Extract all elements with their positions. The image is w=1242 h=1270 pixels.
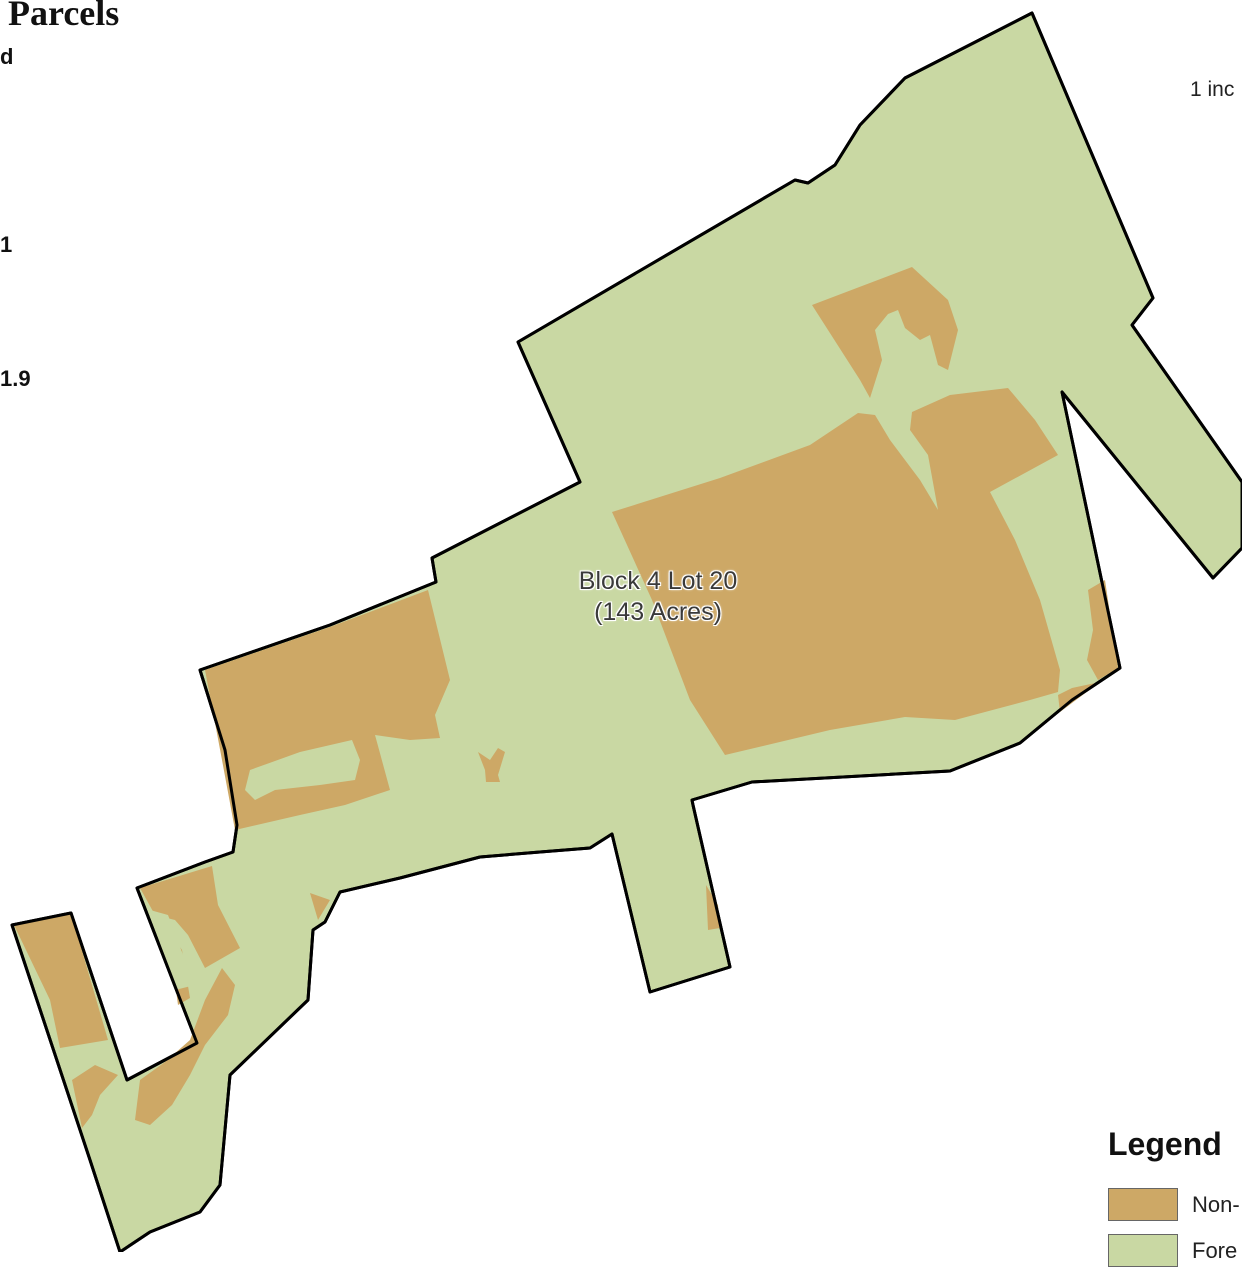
map-title: Parcels [8,0,120,33]
scale-text: 1 inc [1190,78,1235,101]
parcel-area: (143 Acres) [594,598,722,626]
parcel-boundary-forest[interactable] [10,11,1242,1252]
non-forest-areas [14,267,1118,1128]
forest-opening-west-field[interactable] [245,740,360,800]
legend-label: Non- [1192,1192,1240,1217]
parcel-boundary-outline [10,11,1242,1252]
non-forest-y-patch[interactable] [478,748,505,782]
non-forest-south-tab-sliver[interactable] [706,885,720,930]
non-forest-southwest-strip[interactable] [14,913,108,1048]
non-forest-large-clearing[interactable] [612,388,1060,755]
legend-swatch-non-forest [1108,1188,1178,1221]
title-fragment: d [0,44,14,69]
non-forest-southwest-center[interactable] [140,866,240,968]
forest-opening-southwest[interactable] [150,910,195,990]
non-forest-corridor-edge[interactable] [310,893,330,920]
non-forest-far-southwest[interactable] [72,1065,118,1128]
non-forest-north-patch[interactable] [812,267,958,398]
info-fragment: 1.9 [0,366,31,391]
forest-inclusions [150,740,360,990]
legend-swatch-forest [1108,1234,1178,1267]
non-forest-long-finger[interactable] [135,968,235,1125]
legend-title: Legend [1108,1126,1222,1162]
legend-label: Fore [1192,1238,1238,1263]
parcel-label: Block 4 Lot 20 (143 Acres) [540,566,776,628]
info-fragment: 1 [0,232,13,257]
legend: Legend Non- Fore [1108,1122,1242,1267]
non-forest-east-strip[interactable] [1087,580,1118,680]
parcel-name: Block 4 Lot 20 [578,567,738,595]
